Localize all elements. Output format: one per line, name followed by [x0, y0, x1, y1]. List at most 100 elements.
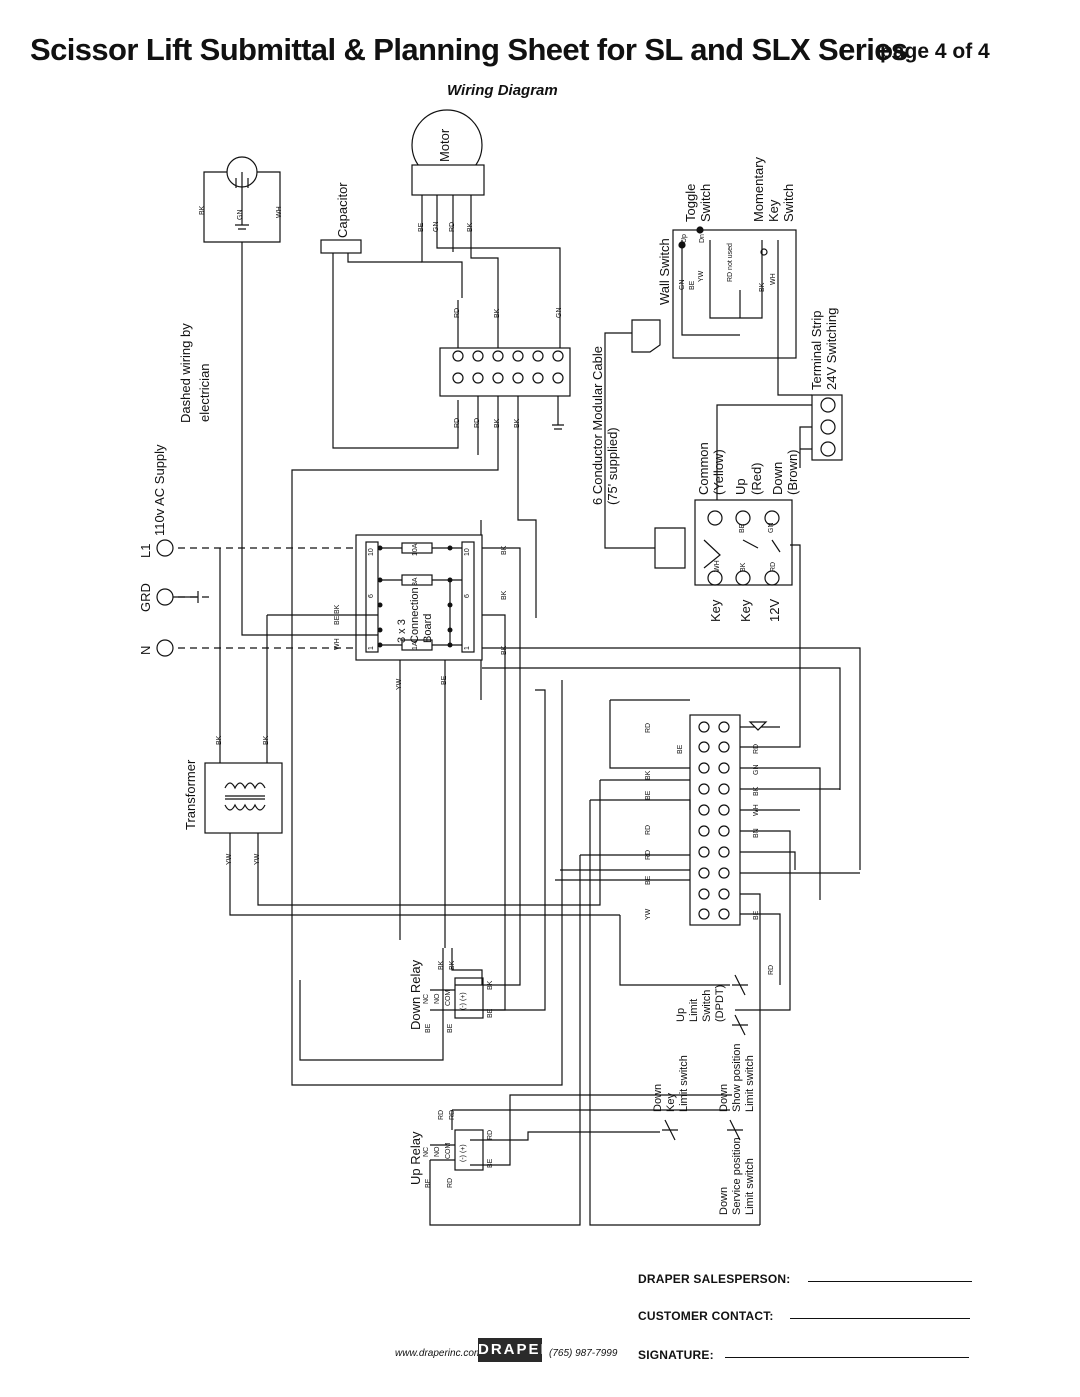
cable-label-1: 6 Conductor Modular Cable	[590, 346, 605, 505]
supply-label: 110v AC Supply	[152, 444, 167, 536]
motor-label: Motor	[437, 128, 452, 162]
wire-code: RD	[770, 561, 777, 572]
connection-board	[355, 534, 483, 661]
down-key-limit-1: Down	[652, 1083, 664, 1112]
momentary-label-3: Switch	[781, 183, 796, 222]
wire-code: BK	[263, 735, 270, 745]
fuse-3a-label: 3A	[412, 577, 419, 586]
wire-code: RD	[454, 307, 461, 318]
wire-code: WH	[770, 273, 777, 285]
up-limit-label-3: Switch	[701, 989, 713, 1022]
up-relay	[454, 1129, 484, 1171]
wire-code: BE	[645, 790, 652, 800]
page-title: Scissor Lift Submittal & Planning Sheet …	[30, 32, 908, 67]
up-relay-no: NO	[434, 1146, 441, 1158]
toggle-label-1: Toggle	[683, 183, 698, 222]
wire-code: RD	[645, 824, 652, 835]
up-red-label-2: (Red)	[749, 462, 764, 495]
terminal-strip-label-1: Terminal Strip	[809, 310, 824, 390]
common-label-1: Common	[696, 442, 711, 495]
signature-label: SIGNATURE:	[638, 1348, 714, 1362]
wire-code: WH	[714, 560, 721, 572]
wire-code: WH	[753, 804, 760, 816]
wire-code: BE	[487, 1008, 494, 1018]
down-relay	[454, 977, 484, 1019]
wire-code: Dn	[699, 234, 706, 243]
wire-code: BK	[753, 786, 760, 796]
down-show-limit-2: Show position	[731, 1043, 743, 1113]
wire-code: YW	[645, 908, 652, 920]
board-label-2: Connection	[409, 587, 421, 643]
board-label-1: 3 x 3	[396, 619, 408, 643]
momentary-label-1: Momentary	[751, 156, 766, 222]
up-relay-com: COM	[445, 1142, 452, 1159]
wire-code: BE	[677, 744, 684, 754]
motor-terminal-strip	[439, 347, 571, 397]
wire-code: BE	[753, 910, 760, 920]
terminal-strip-label-2: 24V Switching	[824, 307, 839, 390]
down-relay-pol: (-) (+)	[460, 992, 467, 1010]
transformer-symbol	[204, 762, 283, 834]
wall-switch-label: Wall Switch	[657, 238, 672, 305]
wire-code: RD	[474, 417, 481, 428]
wire-code: BE	[441, 675, 448, 685]
wire-code: YW	[396, 678, 403, 690]
wire-code: YW	[698, 270, 705, 282]
up-limit-label-1: Up	[675, 1007, 687, 1022]
wire-code: BE	[645, 875, 652, 885]
wire-code: RD	[753, 743, 760, 754]
n-label: N	[138, 645, 153, 655]
wire-code: BK	[467, 222, 474, 232]
diagram-subtitle: Wiring Diagram	[447, 82, 558, 99]
board-pin: 6	[368, 594, 375, 598]
wire-code: BE	[425, 1178, 432, 1188]
wire-code: GN	[556, 307, 563, 319]
down-relay-com: COM	[445, 989, 452, 1006]
wire-code: RD	[449, 1109, 456, 1120]
wire-code: BE	[739, 523, 746, 533]
main-terminal-block	[689, 714, 741, 926]
fuse-10a-label: 10A	[412, 543, 419, 556]
wire-code: BK	[494, 308, 501, 318]
salesperson-label: DRAPER SALESPERSON:	[638, 1272, 791, 1286]
wire-code: RD	[487, 1129, 494, 1140]
electrician-label: electrician	[197, 363, 212, 422]
down-service-limit-1: Down	[718, 1186, 730, 1215]
wire-code: YW	[226, 853, 233, 865]
wire-code: BE	[334, 615, 341, 625]
wire-code: BK	[487, 980, 494, 990]
wire-code: RD	[645, 722, 652, 733]
wire-code: BE	[689, 280, 696, 290]
grd-label: GRD	[138, 583, 153, 612]
wall-switch	[672, 229, 797, 359]
down-relay-no: NO	[434, 993, 441, 1005]
page-number: page 4 of 4	[880, 40, 990, 63]
toggle-label-2: Switch	[698, 183, 713, 222]
draper-logo: DRAPER	[478, 1338, 551, 1362]
up-relay-label: Up Relay	[408, 1131, 423, 1185]
board-pin: 10	[368, 548, 375, 556]
key1-label: Key	[708, 599, 723, 622]
down-relay-nc: NC	[423, 993, 430, 1004]
down-service-limit-3: Limit switch	[744, 1158, 756, 1215]
capacitor-symbol	[320, 239, 362, 254]
down-show-limit-1: Down	[718, 1083, 730, 1112]
contact-field[interactable]	[790, 1318, 970, 1319]
wire-code: BK	[501, 545, 508, 555]
wire-code: GN	[433, 221, 440, 233]
down-show-limit-3: Limit switch	[744, 1055, 756, 1112]
board-pin: 1	[464, 646, 471, 650]
signature-field[interactable]	[725, 1357, 969, 1358]
rd-not-used-label: RD not used	[727, 243, 734, 282]
terminal-strip-24v	[811, 394, 843, 461]
up-limit-label-4: (DPDT)	[714, 984, 726, 1022]
grd-terminal	[156, 588, 174, 606]
wire-code: GN	[768, 522, 775, 534]
down-brown-label-2: (Brown)	[785, 449, 800, 495]
down-key-limit-2: Key	[665, 1093, 677, 1112]
wire-code: RD	[447, 1177, 454, 1188]
wire-code: BE	[447, 1023, 454, 1033]
salesperson-field[interactable]	[808, 1281, 972, 1282]
cable-label-2: (75' supplied)	[605, 427, 620, 505]
